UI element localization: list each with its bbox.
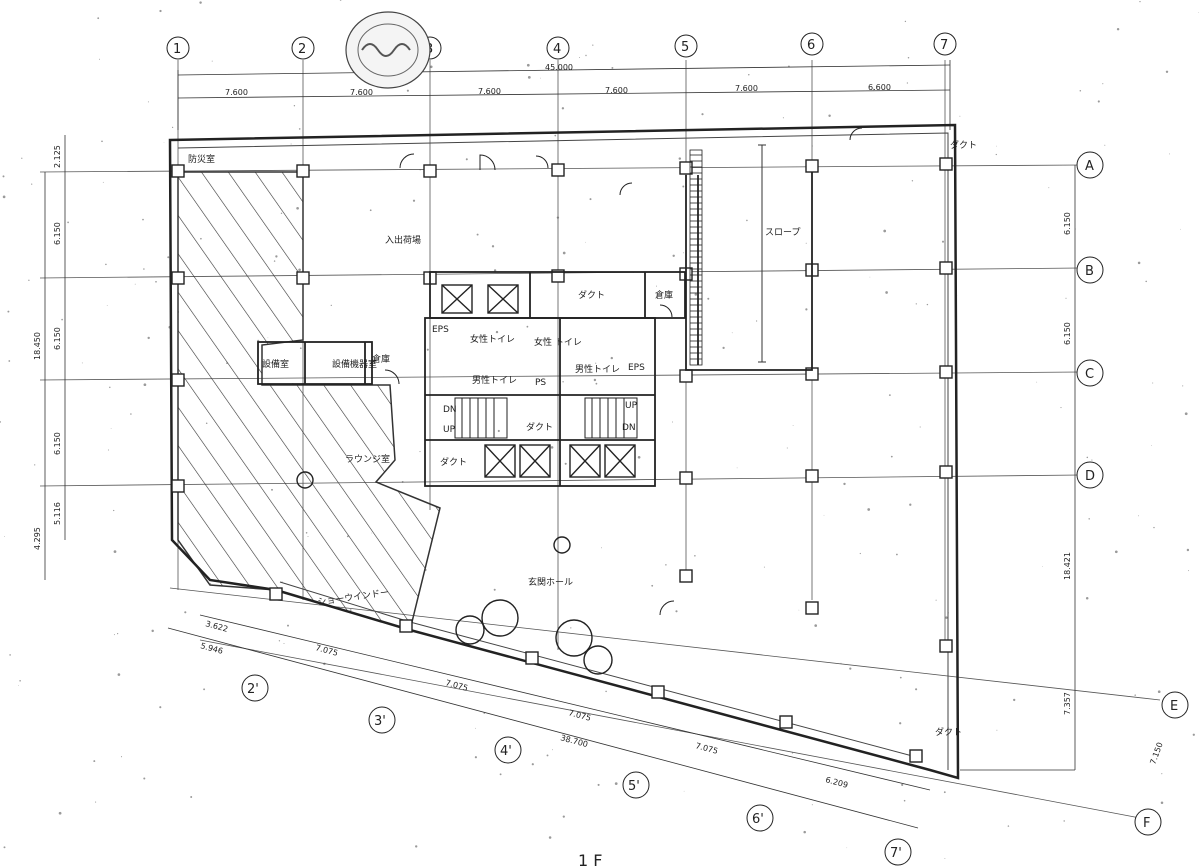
grid-row-a: A bbox=[1085, 159, 1094, 174]
room-duct-3: ダクト bbox=[526, 421, 553, 433]
dim-right-diag: 7.150 bbox=[1148, 741, 1164, 766]
grid-diag-6: 6' bbox=[752, 812, 764, 827]
dim-top-span-5: 7.600 bbox=[735, 84, 758, 93]
room-mens-toilet-2: 男性トイレ bbox=[575, 363, 620, 375]
slope bbox=[758, 144, 766, 363]
round-features bbox=[296, 471, 613, 675]
room-duct-1: ダクト bbox=[578, 289, 605, 301]
grid-row-f: F bbox=[1143, 816, 1150, 831]
grid-bubbles-top bbox=[166, 32, 957, 60]
room-entrance-hall: 玄関ホール bbox=[528, 576, 573, 588]
dim-right-span-2: 6.150 bbox=[1063, 322, 1072, 345]
grid-row-b: B bbox=[1085, 264, 1094, 279]
room-central-equip: 設備機器室 bbox=[332, 358, 377, 370]
dim-bottom-span-5: 7.075 bbox=[694, 741, 718, 756]
elevators bbox=[441, 284, 636, 478]
dim-bottom-span-2: 7.075 bbox=[314, 643, 338, 658]
grid-bubbles-diagonal bbox=[241, 674, 912, 866]
stairs bbox=[454, 397, 638, 439]
stair-dn-1: DN bbox=[443, 405, 457, 415]
dim-bottom-span-4: 7.075 bbox=[567, 708, 591, 723]
stair-up-1: UP bbox=[443, 425, 456, 435]
grid-diag-7: 7' bbox=[890, 846, 902, 861]
dim-left-lower: 5.116 bbox=[53, 502, 62, 525]
room-ep-2: EPS bbox=[628, 363, 645, 373]
dim-top-span-4: 7.600 bbox=[605, 86, 628, 95]
doors bbox=[384, 127, 863, 616]
core-walls bbox=[257, 172, 813, 487]
grid-col-2: 2 bbox=[298, 42, 306, 57]
dim-right-total: 18.421 bbox=[1063, 552, 1072, 580]
dim-top-span-2: 7.600 bbox=[350, 88, 373, 97]
dim-left-span-2: 6.150 bbox=[53, 327, 62, 350]
floor-label: 1 F bbox=[578, 851, 602, 866]
dimension-lines-bottom bbox=[167, 614, 931, 829]
dim-bottom-total: 38.700 bbox=[559, 733, 588, 749]
dim-top-total: 45.000 bbox=[545, 63, 573, 72]
hatched-area bbox=[177, 171, 441, 631]
dim-left-span-1: 6.150 bbox=[53, 222, 62, 245]
dim-bottom-span-6: 6.209 bbox=[824, 775, 848, 790]
grid-diag-5: 5' bbox=[628, 779, 640, 794]
dimension-lines-left bbox=[44, 135, 66, 580]
room-womens-toilet-2: 女性 トイレ bbox=[534, 336, 582, 348]
grid-bubbles-right bbox=[1076, 151, 1189, 836]
stair-strip bbox=[689, 149, 703, 366]
room-ps-1: PS bbox=[535, 378, 546, 388]
inner-wall-line bbox=[177, 132, 949, 770]
dim-bottom-span-3: 7.075 bbox=[444, 678, 468, 693]
dim-top-span-3: 7.600 bbox=[478, 87, 501, 96]
seal-stamp bbox=[345, 11, 431, 89]
room-mens-toilet-1: 男性トイレ bbox=[472, 374, 517, 386]
dim-left-span-3: 6.150 bbox=[53, 432, 62, 455]
dim-right-lower: 7.357 bbox=[1063, 692, 1072, 715]
grid-col-4: 4 bbox=[553, 42, 561, 57]
grid-diag-4: 4' bbox=[500, 744, 512, 759]
dim-top-span-6: 6.600 bbox=[868, 83, 891, 92]
room-loading: 入出荷場 bbox=[385, 234, 421, 246]
stair-dn-2: DN bbox=[622, 423, 636, 433]
room-duct-5: ダクト bbox=[950, 139, 977, 151]
room-womens-toilet: 女性トイレ bbox=[470, 333, 515, 345]
room-disaster-center: 防災室 bbox=[188, 153, 215, 165]
grid-col-6: 6 bbox=[807, 38, 815, 53]
grid-row-c: C bbox=[1085, 367, 1094, 382]
room-ep-1: EPS bbox=[432, 325, 449, 335]
grid-col-1: 1 bbox=[173, 42, 181, 57]
dim-left-extra: 4.295 bbox=[33, 527, 42, 550]
dim-left-total: 18.450 bbox=[33, 332, 42, 360]
dimension-lines-right bbox=[960, 165, 1076, 771]
room-storage-1: 倉庫 bbox=[655, 289, 673, 301]
stair-up-2: UP bbox=[625, 401, 638, 411]
dim-left-top-small: 2.125 bbox=[53, 145, 62, 168]
grid-row-e: E bbox=[1170, 699, 1178, 714]
room-lounge: ラウンジ室 bbox=[345, 453, 390, 465]
dimension-lines-top bbox=[177, 60, 951, 130]
grid-diag-2: 2' bbox=[247, 682, 259, 697]
dim-top-span-1: 7.600 bbox=[225, 88, 248, 97]
room-storage-2: 倉庫 bbox=[372, 353, 390, 365]
grid-diag-3: 3' bbox=[374, 714, 386, 729]
room-equipment: 設備室 bbox=[262, 358, 289, 370]
grid-col-7: 7 bbox=[940, 38, 948, 53]
grid-row-d: D bbox=[1085, 469, 1095, 484]
room-duct-2: ダクト bbox=[440, 456, 467, 468]
room-duct-4: ダクト bbox=[935, 726, 962, 738]
room-slope: スロープ bbox=[765, 227, 800, 238]
grid-col-5: 5 bbox=[681, 40, 689, 55]
dim-right-span-1: 6.150 bbox=[1063, 212, 1072, 235]
